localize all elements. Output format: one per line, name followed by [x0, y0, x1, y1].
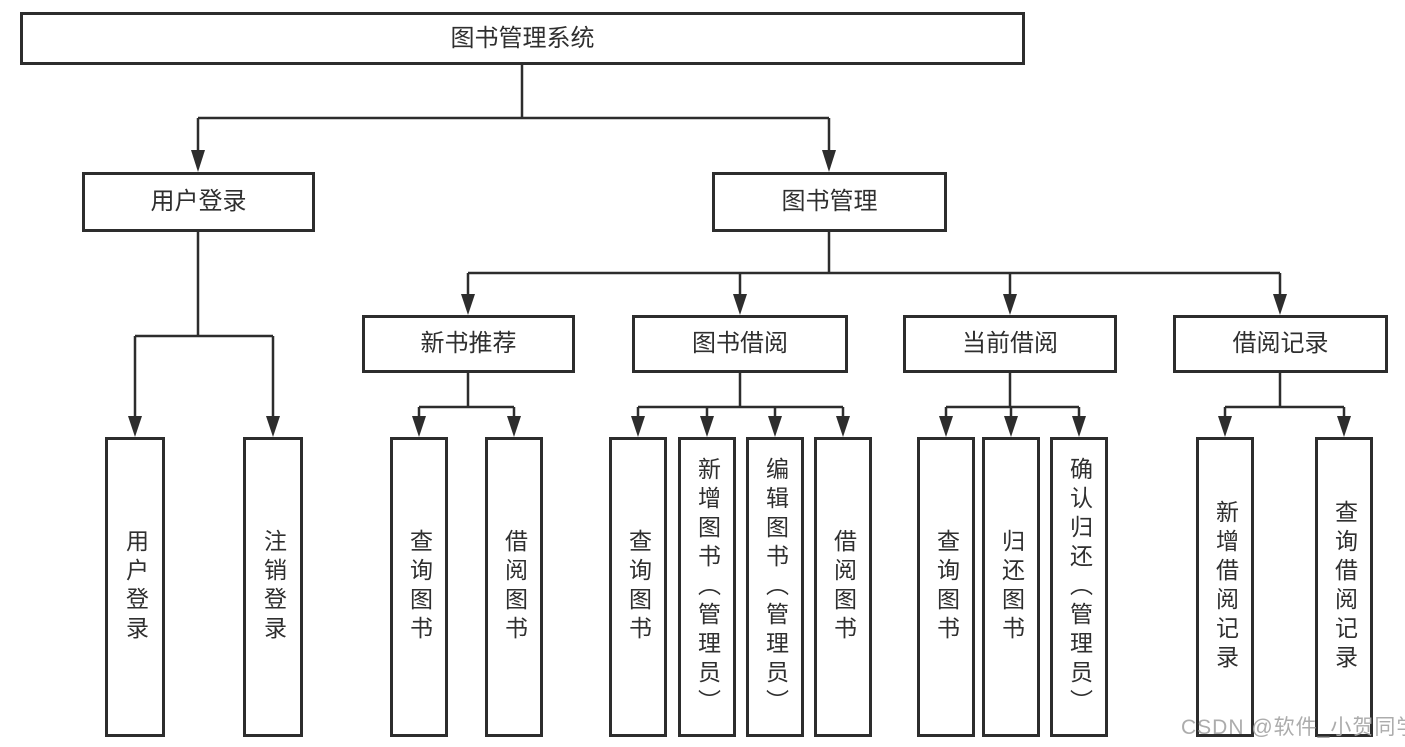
arrow-icon [191, 150, 205, 172]
arrow-icon [266, 416, 280, 437]
node-book-borrowing-label: 图书借阅 [692, 330, 788, 357]
arrow-icon [461, 294, 475, 315]
arrow-icon [700, 416, 714, 437]
node-book-management: 图书管理 [712, 172, 947, 232]
leaf-logout-label: 注销登录 [260, 529, 287, 645]
arrow-icon [412, 416, 426, 437]
leaf-borrow-books-borrowing-label: 借阅图书 [830, 529, 857, 645]
leaf-query-books-recommend: 查询图书 [390, 437, 448, 737]
leaf-borrow-books-recommend-label: 借阅图书 [501, 529, 528, 645]
connector-book-management [466, 232, 1282, 303]
leaf-query-borrow-record: 查询借阅记录 [1315, 437, 1373, 737]
leaf-query-books-borrowing-label: 查询图书 [625, 529, 652, 645]
leaf-edit-book-admin: 编辑图书（管理员） [746, 437, 804, 737]
leaf-query-books-current-label: 查询图书 [933, 529, 960, 645]
node-user-login: 用户登录 [82, 172, 315, 232]
arrow-icon [631, 416, 645, 437]
leaf-confirm-return-admin-label: 确认归还（管理员） [1066, 456, 1093, 718]
leaf-user-login-label: 用户登录 [122, 529, 149, 645]
node-book-management-label: 图书管理 [781, 188, 878, 215]
leaf-logout: 注销登录 [243, 437, 303, 737]
arrow-icon [1072, 416, 1086, 437]
connector-new-book [417, 373, 516, 425]
arrow-icon [1273, 294, 1287, 315]
connector-root [196, 65, 831, 160]
csdn-watermark: CSDN @软件_小贺同学 [1181, 716, 1405, 739]
leaf-add-borrow-record: 新增借阅记录 [1196, 437, 1254, 737]
connector-user-login [133, 232, 275, 425]
node-user-login-label: 用户登录 [150, 188, 247, 215]
leaf-borrow-books-borrowing: 借阅图书 [814, 437, 872, 737]
connector-book-borrowing [636, 373, 845, 425]
leaf-edit-book-admin-label: 编辑图书（管理员） [762, 456, 789, 718]
arrow-icon [836, 416, 850, 437]
node-new-book-recommendation: 新书推荐 [362, 315, 575, 373]
leaf-return-book-label: 归还图书 [998, 529, 1025, 645]
node-book-borrowing: 图书借阅 [632, 315, 848, 373]
arrow-icon [507, 416, 521, 437]
leaf-query-books-borrowing: 查询图书 [609, 437, 667, 737]
node-current-borrowing-label: 当前借阅 [962, 330, 1058, 357]
arrow-icon [1003, 294, 1017, 315]
arrow-icon [733, 294, 747, 315]
leaf-borrow-books-recommend: 借阅图书 [485, 437, 543, 737]
leaf-query-borrow-record-label: 查询借阅记录 [1331, 500, 1358, 674]
node-borrowing-records-label: 借阅记录 [1232, 330, 1329, 357]
leaf-add-book-admin: 新增图书（管理员） [678, 437, 736, 737]
leaf-confirm-return-admin: 确认归还（管理员） [1050, 437, 1108, 737]
arrow-icon [1004, 416, 1018, 437]
node-root-label: 图书管理系统 [450, 24, 595, 52]
leaf-add-book-admin-label: 新增图书（管理员） [694, 456, 721, 718]
arrowheads [128, 150, 1351, 437]
arrow-icon [939, 416, 953, 437]
arrow-icon [128, 416, 142, 437]
leaf-return-book: 归还图书 [982, 437, 1040, 737]
leaf-query-books-current: 查询图书 [917, 437, 975, 737]
node-borrowing-records: 借阅记录 [1173, 315, 1388, 373]
arrow-icon [822, 150, 836, 172]
arrow-icon [1218, 416, 1232, 437]
arrow-icon [768, 416, 782, 437]
node-new-book-recommendation-label: 新书推荐 [420, 330, 517, 357]
leaf-add-borrow-record-label: 新增借阅记录 [1212, 500, 1239, 674]
leaf-query-books-recommend-label: 查询图书 [406, 529, 433, 645]
connector-borrowing-records [1223, 373, 1346, 425]
leaf-user-login: 用户登录 [105, 437, 165, 737]
node-current-borrowing: 当前借阅 [903, 315, 1117, 373]
node-root: 图书管理系统 [20, 12, 1025, 65]
arrow-icon [1337, 416, 1351, 437]
